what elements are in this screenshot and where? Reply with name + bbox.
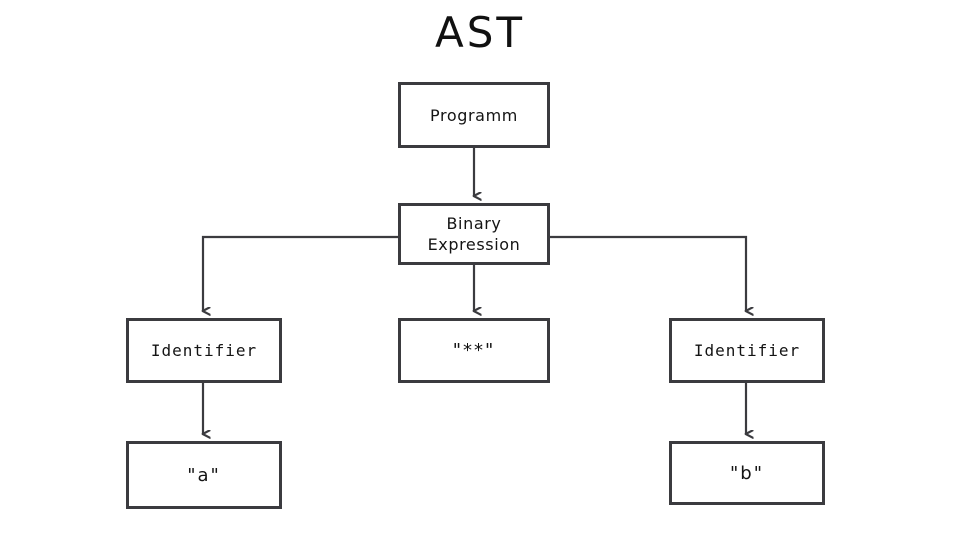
node-identifier-left-label: Identifier xyxy=(150,341,258,360)
node-binary-expression[interactable]: Binary Expression xyxy=(398,203,550,265)
node-identifier-right[interactable]: Identifier xyxy=(669,318,825,383)
edge-binary-to-identifier-left xyxy=(203,235,398,311)
node-identifier-left[interactable]: Identifier xyxy=(126,318,282,383)
diagram-title: AST xyxy=(434,8,526,57)
node-binary-expression-label: Binary Expression xyxy=(427,214,521,254)
node-literal-a[interactable]: "a" xyxy=(126,441,282,509)
node-literal-a-label: "a" xyxy=(187,464,221,486)
node-operator-label: "**" xyxy=(452,340,496,361)
node-literal-b[interactable]: "b" xyxy=(669,441,825,505)
node-program-label: Programm xyxy=(430,105,518,125)
node-literal-b-label: "b" xyxy=(730,462,764,484)
node-identifier-right-label: Identifier xyxy=(693,341,801,360)
edge-binary-to-identifier-right xyxy=(550,235,746,311)
node-operator[interactable]: "**" xyxy=(398,318,550,383)
node-program[interactable]: Programm xyxy=(398,82,550,148)
